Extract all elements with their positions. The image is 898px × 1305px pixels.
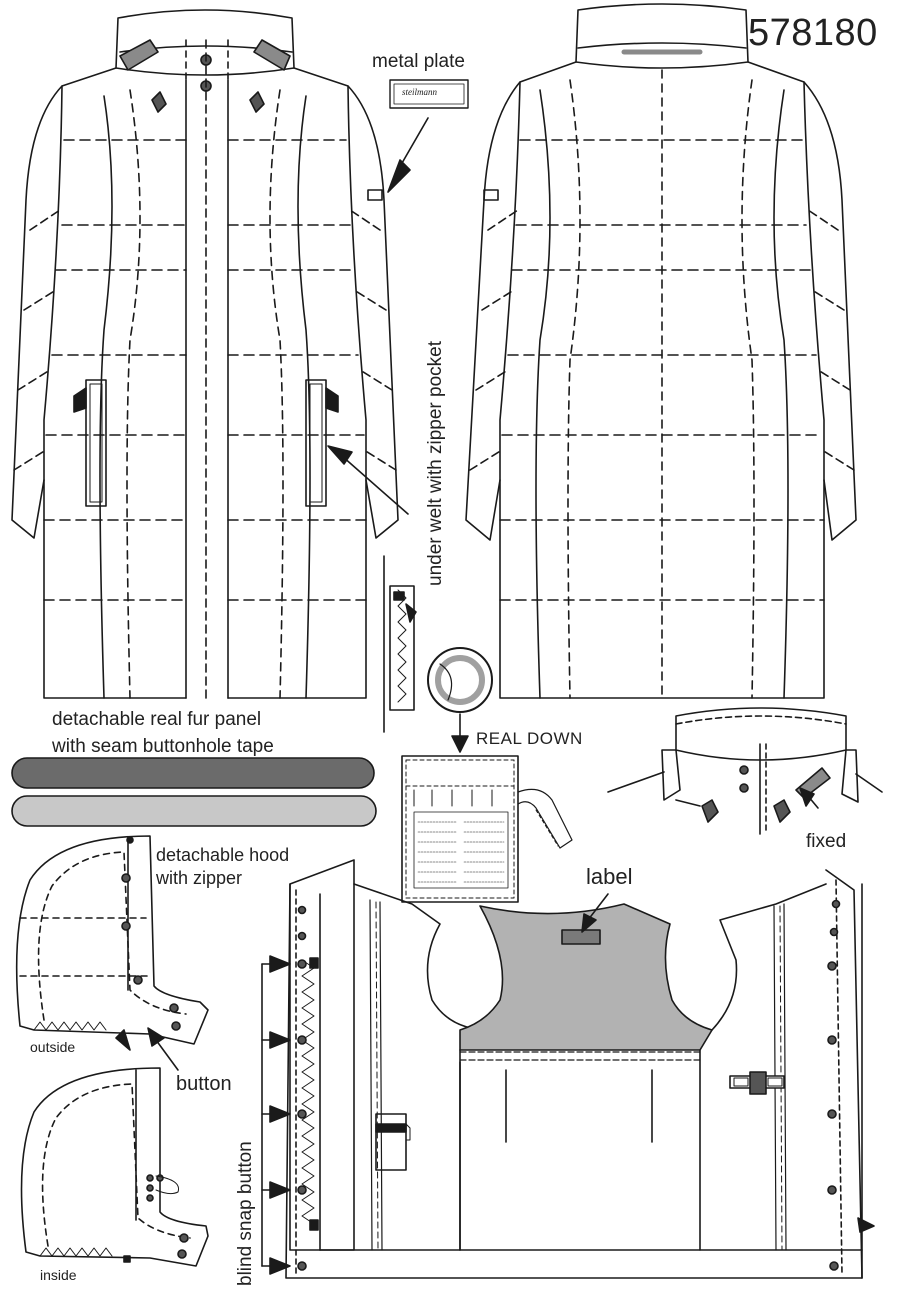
fur-panel-label-line1: detachable real fur panel	[52, 709, 262, 730]
article-number: 578180	[748, 12, 878, 54]
zipper-detail	[383, 555, 417, 733]
fur-panel-label-line2: with seam buttonhole tape	[52, 736, 274, 757]
blind-snap-indicators	[261, 955, 291, 1275]
hood-outside	[15, 835, 209, 1051]
inside-view	[285, 859, 875, 1279]
fur-panel-dark	[11, 757, 375, 789]
back-coat-sketch	[465, 3, 857, 699]
welt-pocket-arrow	[327, 445, 409, 515]
collar-tab-right	[253, 39, 291, 71]
inside-label: inside	[40, 1267, 77, 1283]
metal-plate-label: metal plate	[372, 51, 465, 72]
blind-snap-label: blind snap button	[235, 1141, 256, 1286]
hood-label-line1: detachable hood	[156, 845, 290, 865]
welt-pocket-right	[305, 379, 339, 507]
button-label: button	[176, 1073, 232, 1095]
hood-inside	[20, 1067, 209, 1267]
fur-panel-light	[11, 795, 377, 827]
hood-label-line2: with zipper	[156, 868, 243, 888]
real-down-label: REAL DOWN	[476, 729, 583, 748]
welt-pocket-left	[73, 379, 107, 507]
collar-detail	[607, 707, 883, 835]
metal-plate-callout	[387, 79, 469, 193]
real-down-badge	[427, 647, 493, 753]
metal-plate-logo: steilmann	[402, 87, 437, 97]
collar-tab-left	[119, 39, 159, 71]
front-coat-sketch	[11, 9, 399, 699]
down-label-tag	[401, 755, 573, 903]
outside-label: outside	[30, 1039, 76, 1055]
fixed-label: fixed	[806, 831, 847, 852]
button-arrow	[147, 1027, 179, 1071]
welt-pocket-label: under welt with zipper pocket	[425, 340, 446, 586]
label-callout: label	[586, 864, 633, 889]
